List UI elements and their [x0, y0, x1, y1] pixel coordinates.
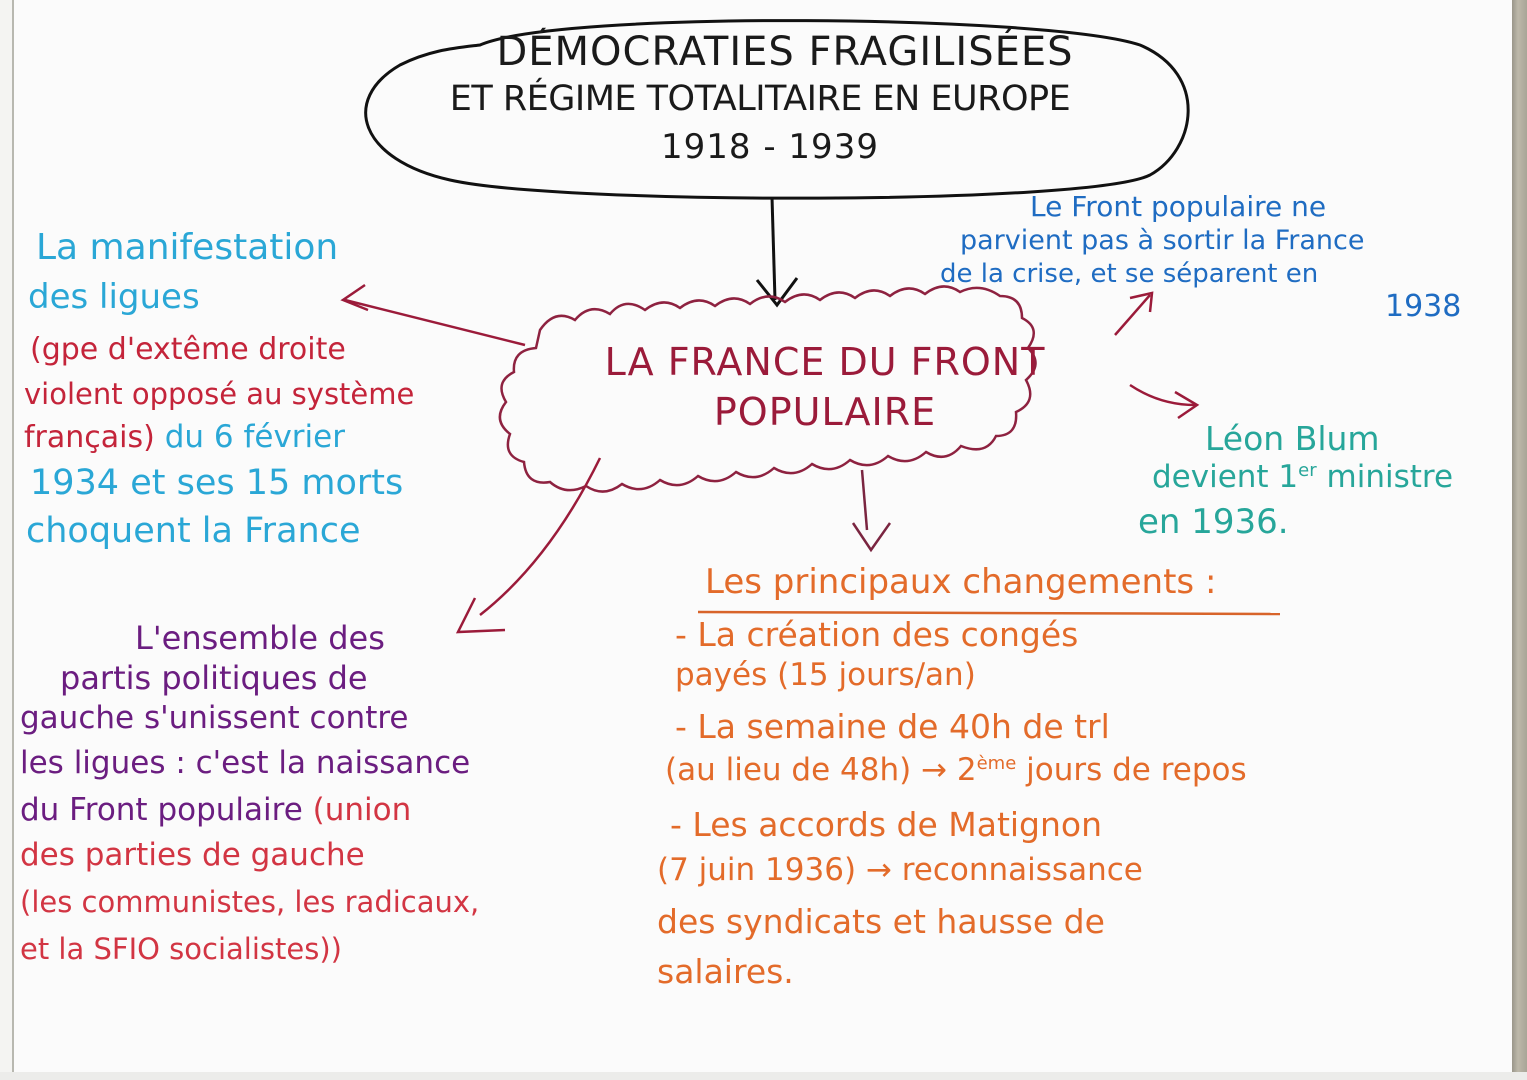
ligues-line-6: 1934 et ses 15 morts	[30, 463, 404, 503]
blum-line-2: devient 1er ministre	[1152, 462, 1453, 493]
changements-line-4b: jours de repos	[1016, 752, 1247, 788]
arrow-title-to-center	[770, 196, 777, 301]
blum-line-3: en 1936.	[1138, 502, 1289, 542]
union-line-4: les ligues : c'est la naissance	[20, 745, 471, 781]
blum-line-2-sup: er	[1298, 460, 1317, 481]
blum-line-2b: ministre	[1316, 459, 1454, 495]
ligues-line-5a: français)	[24, 420, 155, 455]
echec-line-2: parvient pas à sortir la France	[960, 225, 1365, 256]
ligues-line-7: choquent la France	[26, 511, 361, 551]
center-cloud	[498, 285, 1037, 493]
ligues-line-5b: du 6 février	[154, 419, 345, 455]
union-line-1: L'ensemble des	[135, 619, 385, 657]
changements-line-7: des syndicats et hausse de	[657, 902, 1105, 941]
paper-sheet	[12, 0, 1512, 1072]
changements-line-1: - La création des congés	[675, 615, 1079, 654]
ligues-line-3: (gpe d'extême droite	[30, 332, 346, 367]
changements-line-8: salaires.	[657, 952, 794, 991]
title-oval	[364, 19, 1190, 200]
union-line-3: gauche s'unissent contre	[20, 700, 409, 736]
changements-line-2: payés (15 jours/an)	[675, 657, 976, 693]
echec-line-3: de la crise, et se séparent en	[940, 259, 1319, 289]
changements-line-4: (au lieu de 48h) → 2ème jours de repos	[665, 755, 1247, 786]
blum-line-1: Léon Blum	[1205, 419, 1380, 458]
ligues-line-4: violent opposé au système	[24, 377, 415, 411]
union-line-5: du Front populaire (union	[20, 795, 411, 826]
union-line-2: partis politiques de	[60, 659, 368, 697]
changements-line-4a: (au lieu de 48h) → 2	[665, 752, 977, 788]
union-line-6: des parties de gauche	[20, 837, 365, 873]
central-node-line-2: POPULAIRE	[713, 390, 937, 434]
ligues-line-2: des ligues	[28, 277, 200, 317]
changements-line-3: - La semaine de 40h de trl	[675, 707, 1110, 746]
union-line-7: (les communistes, les radicaux,	[20, 885, 480, 919]
desk-edge-bottom	[0, 1072, 1527, 1080]
blum-line-2a: devient 1	[1152, 459, 1299, 495]
changements-line-5: - Les accords de Matignon	[670, 805, 1103, 844]
main-title-line-2: ET RÉGIME TOTALITAIRE EN EUROPE	[449, 79, 1071, 119]
union-line-5b: (union	[312, 792, 412, 828]
union-line-8: et la SFIO socialistes))	[20, 932, 342, 966]
desk-edge	[1512, 0, 1527, 1080]
main-title-line-1: DÉMOCRATIES FRAGILISÉES	[496, 29, 1074, 75]
changements-line-4-sup: ème	[976, 753, 1017, 774]
central-node-line-1: LA FRANCE DU FRONT	[604, 340, 1046, 384]
changements-heading: Les principaux changements :	[705, 562, 1217, 602]
main-title-dates: 1918 - 1939	[661, 127, 879, 167]
ligues-line-1: La manifestation	[36, 227, 339, 268]
changements-line-6: (7 juin 1936) → reconnaissance	[657, 852, 1143, 888]
ligues-line-5: français) du 6 février	[24, 422, 345, 453]
echec-line-1: Le Front populaire ne	[1030, 190, 1327, 223]
echec-line-4: 1938	[1385, 289, 1462, 324]
union-line-5a: du Front populaire	[20, 792, 313, 828]
